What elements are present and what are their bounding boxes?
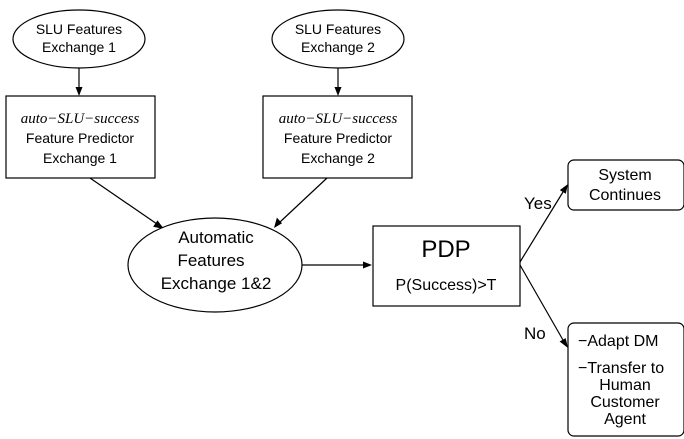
edge-predictor2-to-automatic	[279, 177, 328, 223]
slu-features-exchange-2-ellipse	[271, 9, 405, 69]
edges	[75, 68, 568, 348]
slu2-line-1: SLU Features	[295, 21, 381, 37]
adapt-transfer-box	[567, 322, 684, 437]
edge-yes-branch	[519, 191, 564, 263]
adapt-transfer-node: −Adapt DM −Transfer to Human Customer Ag…	[567, 322, 684, 437]
system-continues-node: System Continues	[567, 159, 684, 211]
pred2-line-1: auto−SLU−success	[279, 111, 398, 127]
arrowhead-pdp	[363, 261, 372, 269]
feature-predictor-exchange-1-node: auto−SLU−success Feature Predictor Excha…	[5, 95, 156, 179]
continues-line-2: Continues	[589, 187, 661, 204]
pdp-title: PDP	[421, 236, 470, 263]
edge-no-branch	[519, 264, 564, 341]
arrowhead-predictor2	[334, 87, 342, 96]
yes-label: Yes	[524, 194, 552, 213]
system-continues-box	[567, 159, 684, 211]
arrowhead-system-continues	[559, 184, 568, 194]
feature-predictor-exchange-2-node: auto−SLU−success Feature Predictor Excha…	[262, 95, 413, 179]
pred1-line-2: Feature Predictor	[26, 130, 134, 146]
no-label: No	[524, 324, 546, 343]
auto-line-2: Features	[177, 251, 244, 270]
automatic-features-node: Automatic Features Exchange 1&2	[127, 217, 303, 313]
slu1-line-2: Exchange 1	[42, 39, 116, 55]
pdp-node: PDP P(Success)>T	[372, 225, 521, 307]
arrowhead-predictor1	[75, 87, 83, 96]
adapt-line-5: Agent	[604, 411, 646, 428]
pred2-line-3: Exchange 2	[301, 150, 375, 166]
pdp-box	[372, 225, 521, 307]
auto-line-1: Automatic	[178, 228, 254, 247]
slu1-line-1: SLU Features	[36, 21, 122, 37]
adapt-line-1: −Adapt DM	[578, 333, 658, 350]
continues-line-1: System	[598, 167, 651, 184]
pdp-condition: P(Success)>T	[396, 277, 497, 294]
arrowhead-automatic-right	[274, 217, 282, 228]
edge-predictor1-to-automatic	[89, 177, 158, 225]
adapt-line-4: Customer	[590, 394, 660, 411]
auto-line-3: Exchange 1&2	[161, 274, 272, 293]
arrowhead-adapt-box	[559, 338, 568, 348]
pred1-line-3: Exchange 1	[43, 150, 117, 166]
adapt-line-2: −Transfer to	[578, 360, 664, 377]
adapt-line-3: Human	[599, 377, 651, 394]
slu2-line-2: Exchange 2	[301, 39, 375, 55]
pred2-line-2: Feature Predictor	[284, 130, 392, 146]
slu-features-exchange-1-ellipse	[12, 9, 146, 69]
slu-features-exchange-2-node: SLU Features Exchange 2	[271, 9, 405, 69]
feature-predictor-exchange-1-box	[5, 95, 156, 179]
arrowhead-automatic-left	[153, 220, 164, 229]
feature-predictor-exchange-2-box	[262, 95, 413, 179]
pred1-line-1: auto−SLU−success	[21, 111, 140, 127]
slu-features-exchange-1-node: SLU Features Exchange 1	[12, 9, 146, 69]
automatic-features-ellipse	[127, 217, 303, 313]
